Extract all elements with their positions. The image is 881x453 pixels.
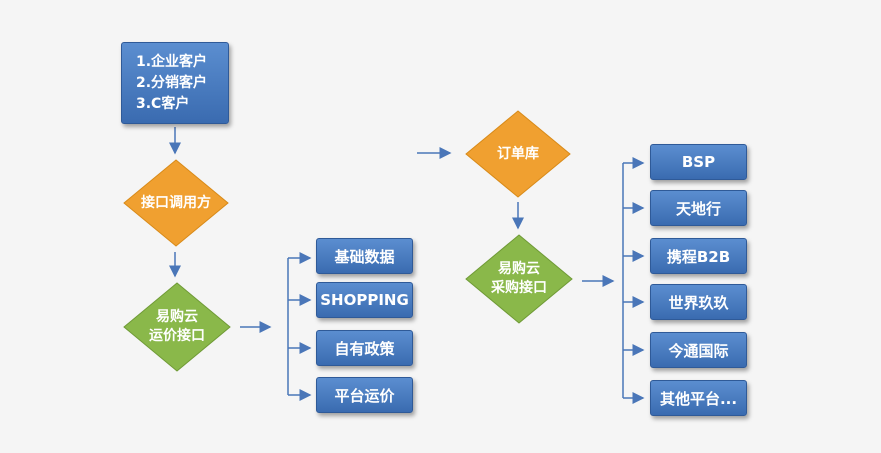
purchase-item-other-platforms: 其他平台... <box>650 380 747 416</box>
client-item: 2.分销客户 <box>136 74 208 91</box>
freight-item-label: 自有政策 <box>334 339 395 358</box>
purchase-item-label: BSP <box>681 153 716 171</box>
purchase-item-shijie-jiujiu: 世界玖玖 <box>650 284 747 320</box>
freight-item-label: 平台运价 <box>334 386 395 405</box>
purchase-item-label: 世界玖玖 <box>668 293 729 312</box>
purchase-item-jintong: 今通国际 <box>650 332 747 368</box>
purchase-item-label: 天地行 <box>675 199 721 218</box>
freight-interface-label: 易购云 运价接口 <box>149 309 205 344</box>
purchase-interface-diamond: 易购云 采购接口 <box>462 232 576 326</box>
freight-item-basic-data: 基础数据 <box>316 238 413 274</box>
purchase-item-bsp: BSP <box>650 144 747 180</box>
freight-item-platform-fare: 平台运价 <box>316 377 413 413</box>
interface-caller-label: 接口调用方 <box>141 194 211 211</box>
interface-caller-diamond: 接口调用方 <box>120 157 232 249</box>
purchase-item-label: 今通国际 <box>668 341 729 360</box>
client-item: 1.企业客户 <box>136 53 208 70</box>
purchase-item-tiandixing: 天地行 <box>650 190 747 226</box>
freight-item-label: 基础数据 <box>334 247 395 266</box>
purchase-item-label: 携程B2B <box>666 247 731 266</box>
order-db-label: 订单库 <box>497 145 539 162</box>
freight-item-label: SHOPPING <box>320 291 409 309</box>
purchase-item-label: 其他平台... <box>659 389 738 408</box>
purchase-interface-label: 易购云 采购接口 <box>491 261 547 296</box>
clients-box: 1.企业客户 2.分销客户 3.C客户 <box>121 42 229 124</box>
freight-item-shopping: SHOPPING <box>316 282 413 318</box>
freight-item-own-policy: 自有政策 <box>316 330 413 366</box>
freight-interface-diamond: 易购云 运价接口 <box>120 280 234 374</box>
order-db-diamond: 订单库 <box>462 108 574 200</box>
client-item: 3.C客户 <box>136 95 190 112</box>
purchase-item-ctrip-b2b: 携程B2B <box>650 238 747 274</box>
